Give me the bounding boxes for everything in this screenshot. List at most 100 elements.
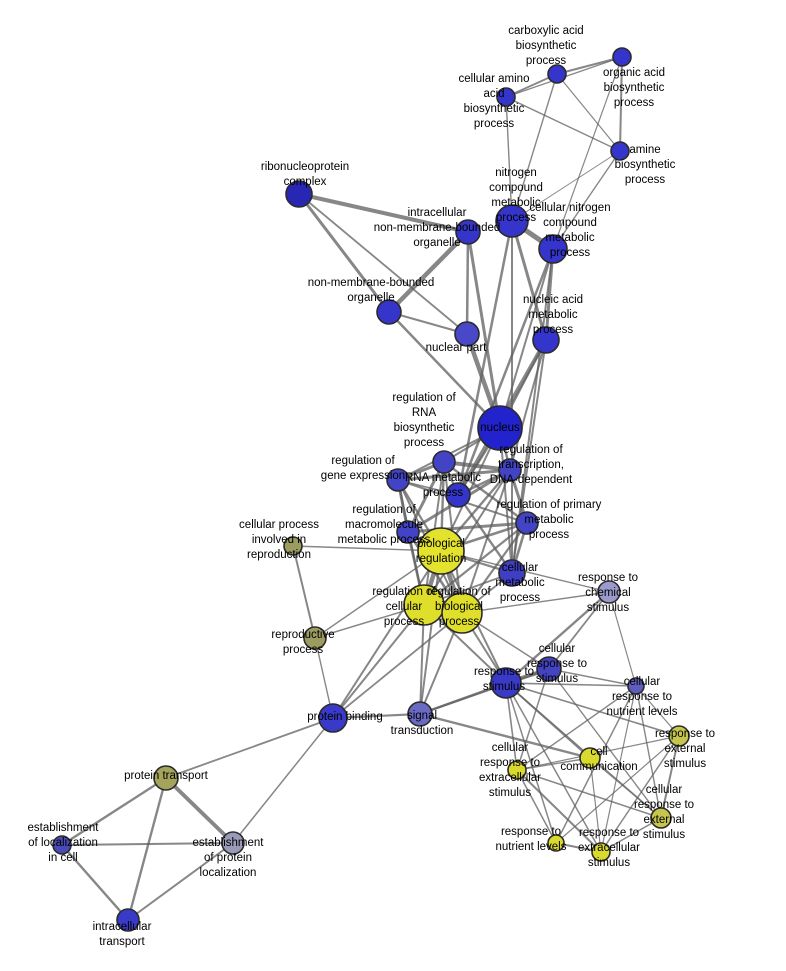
- node-amine[interactable]: [610, 141, 630, 161]
- node-cellmet[interactable]: [498, 559, 526, 587]
- edge-rnamet-cellmet: [456, 493, 514, 575]
- node-rnutr[interactable]: [547, 834, 565, 852]
- node-rnp[interactable]: [285, 180, 313, 208]
- node-pbind[interactable]: [318, 703, 348, 733]
- edge-ccomm-sigtrans: [418, 712, 592, 760]
- node-sigtrans[interactable]: [407, 701, 433, 727]
- edge-ccomm-rextra: [589, 757, 602, 853]
- node-carb[interactable]: [547, 64, 567, 84]
- edges-layer: [60, 56, 680, 922]
- node-cellnitro[interactable]: [538, 234, 568, 264]
- edge-inmbo-nucpart: [465, 230, 470, 336]
- node-regtrans[interactable]: [498, 458, 522, 482]
- edge-regtrans-reggene: [396, 468, 512, 482]
- edge-respchem-regbio: [461, 591, 610, 614]
- edge-respstim-rext: [505, 682, 680, 737]
- edge-nmbo-nucleus: [387, 310, 502, 430]
- edge-crstim-sigtrans: [419, 668, 550, 715]
- node-regmacro[interactable]: [396, 520, 420, 544]
- edge-respchem-respstim: [504, 590, 611, 685]
- edge-nitro-nucacid: [510, 219, 548, 342]
- node-nitro[interactable]: [495, 204, 529, 238]
- edge-sigtrans-bioreg: [419, 550, 442, 715]
- node-respstim[interactable]: [490, 667, 522, 699]
- edge-pbind-ptrans: [165, 717, 334, 779]
- edge-organic-cellnitro: [552, 56, 623, 250]
- node-bioreg[interactable]: [417, 527, 465, 575]
- edge-crnutr-rext: [635, 685, 680, 737]
- node-rextra[interactable]: [591, 842, 611, 862]
- label-nucpart: nuclear part: [426, 342, 488, 354]
- edge-respchem-crstim: [548, 591, 610, 670]
- node-reggene[interactable]: [386, 468, 410, 492]
- node-regbio[interactable]: [441, 592, 483, 634]
- edge-crextra-rnutr: [516, 769, 557, 844]
- node-cprepro[interactable]: [283, 536, 303, 556]
- edge-nucacid-regtrans: [509, 339, 547, 471]
- edge-carb-organic: [556, 56, 623, 75]
- node-respchem[interactable]: [597, 580, 621, 604]
- edge-crextra-crext: [516, 769, 662, 819]
- node-nucpart[interactable]: [454, 321, 480, 347]
- edge-crnutr-crext: [635, 685, 662, 819]
- node-crextra[interactable]: [507, 760, 527, 780]
- node-regrna[interactable]: [432, 450, 456, 474]
- node-repro[interactable]: [303, 626, 327, 650]
- edge-amine-nitro: [511, 150, 621, 222]
- edge-rext-crext: [660, 735, 680, 819]
- node-estloc[interactable]: [52, 835, 72, 855]
- edge-ptrans-intrans: [126, 776, 168, 922]
- node-amino[interactable]: [496, 87, 516, 107]
- node-crext[interactable]: [650, 807, 672, 829]
- edge-crnutr-rextra: [600, 685, 637, 853]
- edge-regrna-regprim: [442, 460, 529, 525]
- node-rext[interactable]: [668, 725, 690, 747]
- edge-nitro-rnamet: [456, 219, 514, 497]
- node-inmbo[interactable]: [455, 219, 481, 245]
- edge-estprot-estloc: [61, 842, 234, 846]
- edge-respstim-rnutr: [505, 682, 557, 844]
- edge-pbind-regcell: [332, 604, 425, 719]
- node-ccomm[interactable]: [579, 747, 601, 769]
- node-crnutr[interactable]: [627, 677, 645, 695]
- edge-rnp-nmbo: [297, 192, 391, 314]
- edge-organic-amine: [619, 56, 623, 152]
- edge-cprepro-bioreg: [292, 545, 442, 552]
- edge-regtrans-regcell: [423, 469, 511, 606]
- edge-amine-cellnitro: [552, 150, 621, 250]
- edge-crext-rextra: [600, 817, 662, 853]
- node-nucacid[interactable]: [532, 326, 560, 354]
- node-ptrans[interactable]: [153, 765, 179, 791]
- nodes-layer: [52, 47, 690, 932]
- node-crstim[interactable]: [536, 656, 562, 682]
- node-regprim[interactable]: [515, 511, 539, 535]
- node-regcell[interactable]: [403, 584, 445, 626]
- edge-ptrans-estprot: [164, 776, 235, 845]
- edge-respchem-crnutr: [608, 591, 637, 687]
- node-estprot[interactable]: [221, 831, 245, 855]
- edge-estprot-pbind: [232, 717, 334, 844]
- edge-rext-rextra: [600, 735, 680, 853]
- edge-amino-nitro: [505, 96, 513, 222]
- edge-crstim-crext: [548, 668, 662, 819]
- edge-repro-bioreg: [314, 550, 442, 639]
- node-intrans[interactable]: [116, 908, 140, 932]
- edge-rnp-inmbo: [297, 192, 470, 234]
- edge-inmbo-nucleus: [466, 230, 502, 430]
- edge-estprot-intrans: [127, 842, 234, 921]
- edge-respstim-rextra: [505, 682, 602, 853]
- node-nucleus[interactable]: [477, 405, 523, 451]
- node-nmbo[interactable]: [376, 299, 402, 325]
- edge-crnutr-crextra: [516, 685, 637, 771]
- node-organic[interactable]: [612, 47, 632, 67]
- node-rnamet[interactable]: [445, 482, 471, 508]
- edge-cellnitro-rnamet: [456, 247, 555, 497]
- edge-crextra-rextra: [516, 769, 602, 853]
- edge-carb-amine: [556, 73, 621, 152]
